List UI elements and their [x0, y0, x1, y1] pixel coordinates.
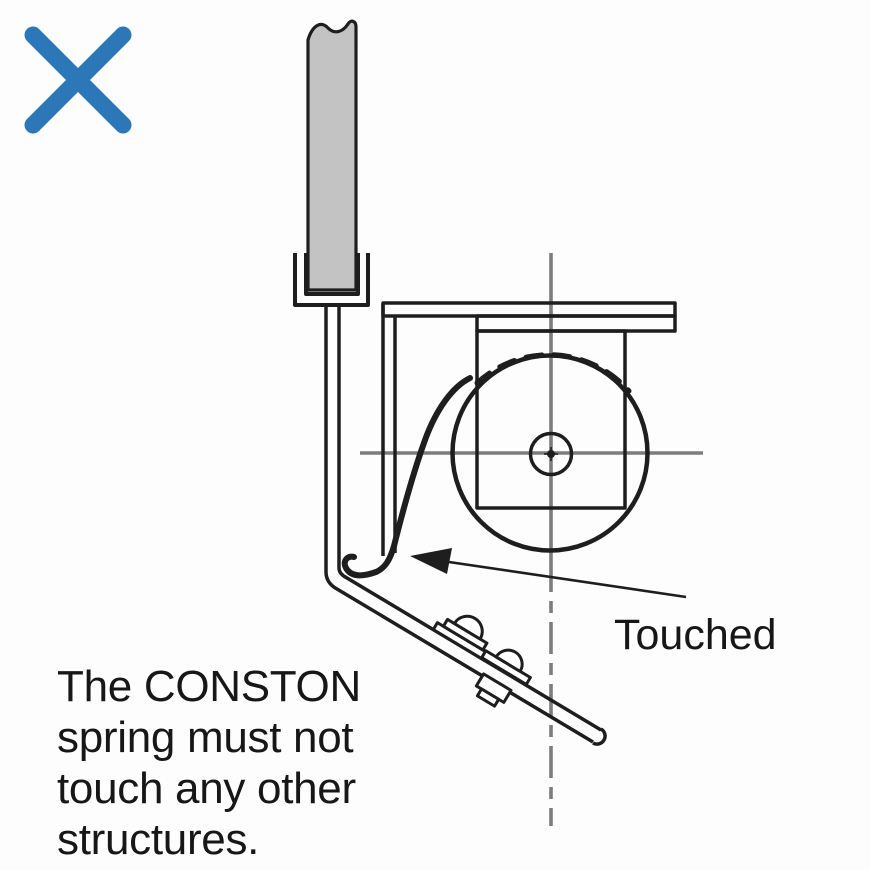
bracket-flange-upper-plate [381, 301, 677, 318]
touch-point-callout [410, 548, 687, 599]
caption-line: touch any other [57, 764, 356, 813]
bolt-lower [474, 648, 532, 708]
x-mark-icon [24, 26, 132, 134]
drum-housing [475, 329, 627, 510]
hanger-strip-inner-line [337, 306, 602, 732]
bracket-flange-lower-plate [475, 314, 677, 333]
conston-spring-curve [341, 375, 473, 579]
drum-center-mark [544, 447, 558, 461]
rod-cup [293, 253, 370, 307]
hanger-strip-end-cap [592, 727, 607, 746]
bolt-upper [431, 614, 491, 662]
touch-point-arrowhead [410, 548, 452, 574]
spring-drum [450, 352, 650, 553]
hanger-strip-bracket [324, 306, 607, 746]
touched-label: Touched [614, 611, 777, 659]
bolt-head-dome [494, 648, 524, 673]
support-rod [306, 19, 358, 292]
bolt-head-dome [452, 614, 484, 641]
bolt-nut [475, 687, 501, 708]
spring-outer-coil-dashed-arc [474, 352, 632, 394]
spring-drum-circle [450, 353, 650, 553]
centerlines [360, 253, 703, 826]
caption-line: spring must not [57, 713, 354, 762]
mounting-bracket [381, 301, 677, 556]
hanger-strip-outer-line [324, 306, 594, 744]
touch-point-leader-line [448, 560, 687, 599]
drum-hub [528, 431, 574, 477]
caption-text: The CONSTON spring must not touch any ot… [57, 661, 361, 865]
caption-line: The CONSTON [57, 662, 361, 711]
caption-line: structures. [57, 815, 260, 864]
